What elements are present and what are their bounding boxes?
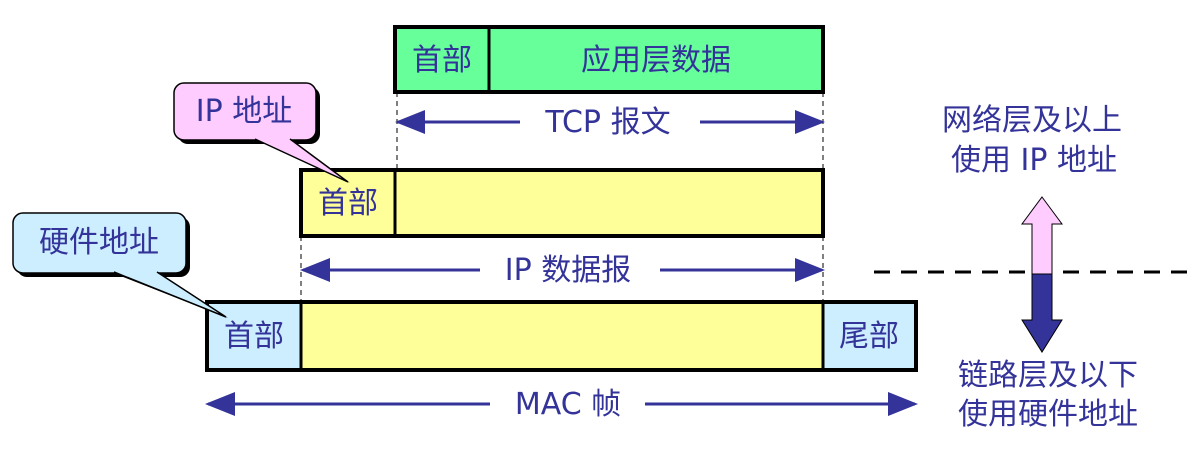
- hardware-address-callout-text: 硬件地址: [39, 225, 159, 260]
- ip-datagram: 首部: [299, 168, 825, 238]
- ip-header-label: 首部: [318, 186, 378, 221]
- mac-trailer-label: 尾部: [839, 319, 899, 354]
- lower-layer-text-1: 链路层及以下: [958, 358, 1138, 393]
- up-down-arrow-icon: [1021, 196, 1063, 353]
- upper-layer-text-2: 使用 IP 地址: [951, 143, 1117, 178]
- mac-span-arrow: MAC 帧: [205, 387, 918, 422]
- mac-label: MAC 帧: [515, 387, 621, 422]
- tcp-span-arrow: TCP 报文: [395, 105, 825, 140]
- tcp-header-label: 首部: [412, 43, 472, 78]
- tcp-label: TCP 报文: [544, 105, 670, 140]
- mac-frame: 首部 尾部: [205, 300, 918, 372]
- lower-layer-text-2: 使用硬件地址: [958, 397, 1138, 432]
- ip-span-arrow: IP 数据报: [300, 253, 825, 288]
- upper-layer-text-1: 网络层及以上: [942, 103, 1122, 138]
- hardware-address-callout: 硬件地址: [12, 212, 228, 318]
- mac-header-label: 首部: [224, 319, 284, 354]
- ip-address-callout-text: IP 地址: [196, 94, 292, 129]
- tcp-segment: 首部 应用层数据: [393, 25, 825, 94]
- ip-label: IP 数据报: [505, 253, 631, 288]
- tcp-data-label: 应用层数据: [581, 43, 731, 78]
- ip-address-callout: IP 地址: [173, 82, 350, 183]
